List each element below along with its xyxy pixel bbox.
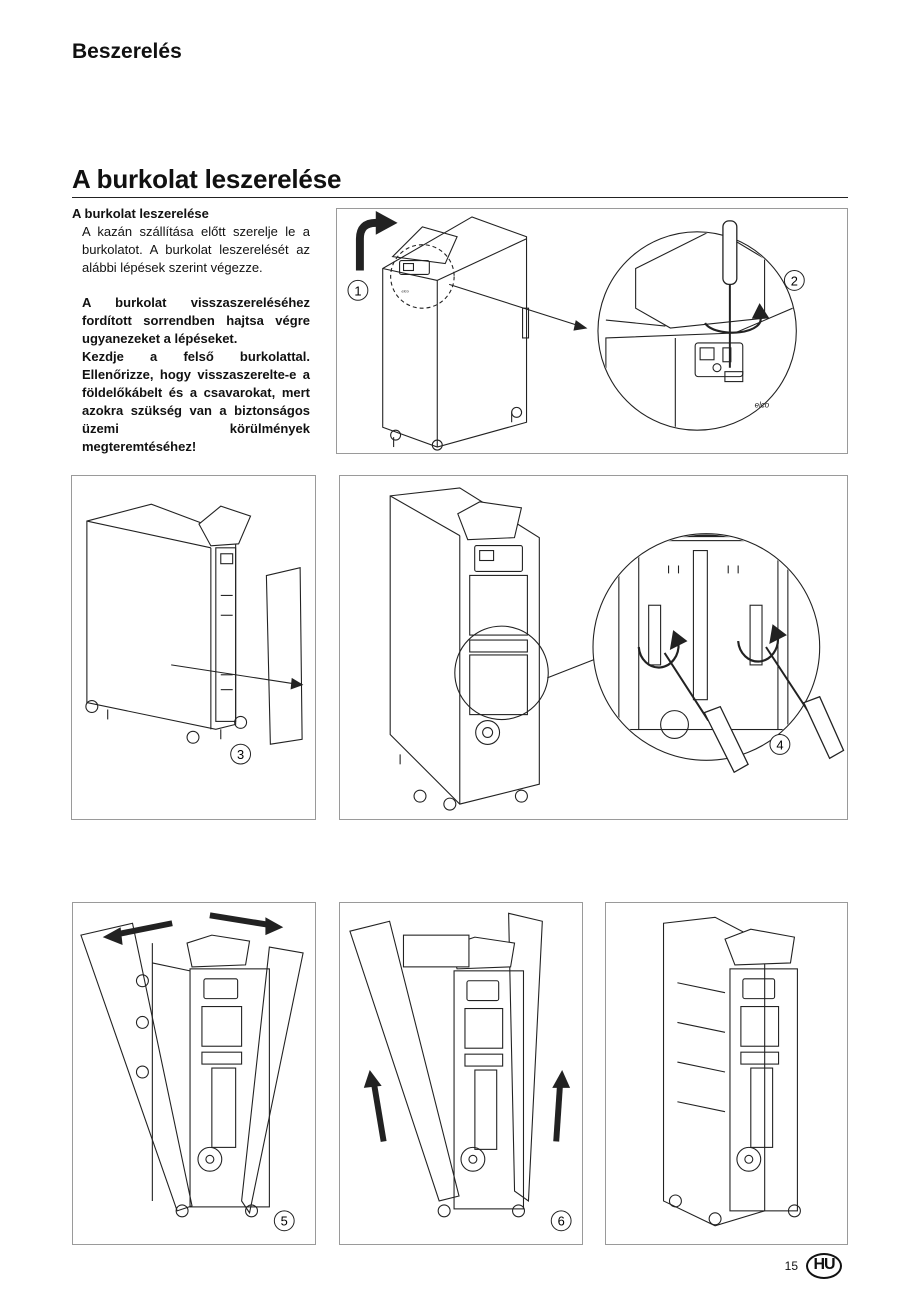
language-badge: HU: [806, 1253, 842, 1279]
figure-final: [605, 902, 848, 1245]
step-4-marker: [769, 733, 791, 755]
figure-5-drawing: 5: [80, 912, 304, 1232]
figure-step-4: 4: [339, 475, 848, 820]
figure-step-5: 5: [72, 902, 316, 1245]
note-paragraph: A burkolat visszaszereléséhez fordított …: [82, 295, 310, 346]
step-1-marker: [347, 279, 369, 301]
figure-step-6: 6: [339, 902, 583, 1245]
figure-6-drawing: 6: [349, 912, 572, 1232]
step-4-label: 4: [776, 737, 783, 752]
section-header: Beszerelés: [72, 40, 182, 63]
figure-3-drawing: 3: [85, 503, 304, 765]
step-3-label: 3: [237, 747, 244, 762]
brand-label: elco: [402, 288, 410, 293]
note-paragraph: Kezdje a felső burkolattal. Ellenőrizze,…: [82, 349, 310, 454]
step-1-label: 1: [354, 283, 361, 298]
intro-body: A kazán szállítása előtt szerelje le a b…: [82, 224, 310, 275]
step-6-marker: [550, 1210, 572, 1232]
intro-subtitle: A burkolat leszerelése: [72, 206, 209, 221]
intro-note: A burkolat visszaszereléséhez fordított …: [72, 294, 310, 456]
figure-final-drawing: [662, 916, 801, 1227]
intro-text: A burkolat leszerelése A kazán szállítás…: [72, 205, 310, 456]
figure-steps-1-2: elco elco 1 2: [336, 208, 848, 454]
figure-step-3: 3: [71, 475, 316, 820]
figure-4-drawing: 4: [389, 487, 845, 811]
page-number: 15: [784, 1259, 798, 1273]
step-2-label: 2: [791, 273, 798, 288]
brand-label: elco: [755, 400, 770, 409]
page-title: A burkolat leszerelése: [72, 164, 342, 194]
step-2-marker: [783, 269, 805, 291]
figure-1-2-drawing: elco elco 1 2: [347, 210, 805, 451]
step-6-label: 6: [558, 1214, 565, 1229]
title-divider: [72, 197, 848, 198]
step-3-marker: [230, 743, 252, 765]
step-5-marker: [273, 1210, 295, 1232]
step-5-label: 5: [281, 1214, 288, 1229]
